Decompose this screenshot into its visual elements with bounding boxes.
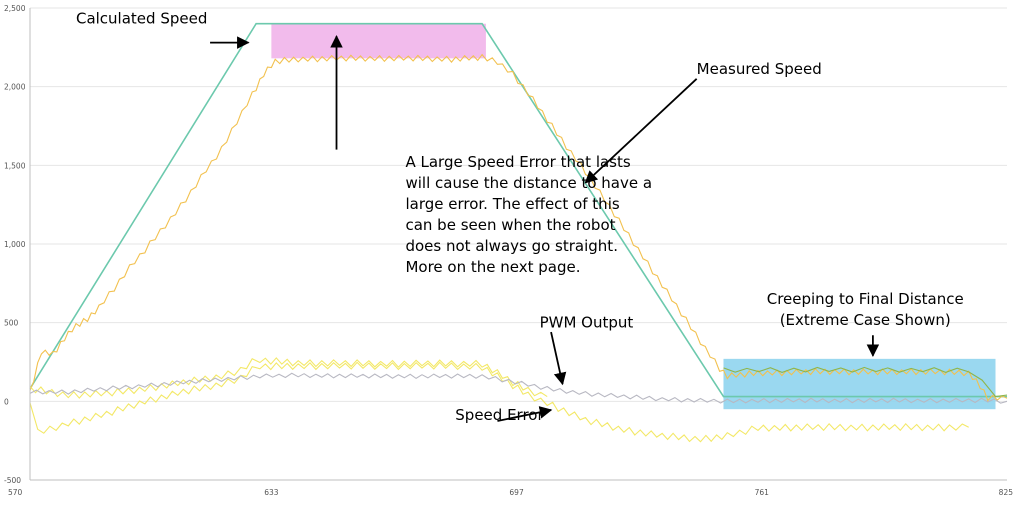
blue_box-region (723, 358, 996, 410)
annotation-text: (Extreme Case Shown) (780, 311, 951, 329)
creep-line (723, 366, 1008, 398)
y-tick-label: 1,500 (4, 161, 26, 170)
annotation-text: will cause the distance to have a (405, 174, 652, 192)
annotation-text: can be seen when the robot (405, 216, 615, 234)
annotation-text: More on the next page. (405, 258, 580, 276)
annotation-text: A Large Speed Error that lasts (405, 153, 630, 171)
series-lines (29, 22, 1008, 443)
annotation-text: PWM Output (540, 313, 634, 331)
x-tick-label: 633 (264, 488, 279, 497)
annotation-arrow (550, 331, 567, 386)
pink_box-region (271, 23, 486, 59)
x-tick-label: 570 (8, 488, 23, 497)
grid-lines (30, 7, 1007, 481)
y-tick-label: 500 (4, 319, 19, 328)
y-tick-label: 2,500 (4, 4, 26, 13)
pwm-line (29, 372, 1008, 404)
x-tick-label: 825 (999, 488, 1014, 497)
annotation-text: does not always go straight. (405, 237, 617, 255)
y-tick-label: 0 (4, 397, 9, 406)
annotation-text: Speed Error (455, 406, 544, 424)
annotation-text: Calculated Speed (76, 10, 207, 28)
y-tick-label: 2,000 (4, 83, 26, 92)
axes: -500 0 500 1,000 1,500 2,000 2,500 570 633 697 761… (4, 4, 1013, 497)
annotation-arrow (497, 406, 553, 422)
annotation-text: Creeping to Final Distance (767, 290, 964, 308)
y-tick-label: 1,000 (4, 240, 26, 249)
annotation-text: Measured Speed (697, 60, 822, 78)
annotation-text: large error. The effect of this (405, 195, 619, 213)
error-upper-line (29, 357, 548, 399)
annotation-arrow (584, 78, 698, 184)
x-tick-label: 761 (755, 488, 770, 497)
shaded-regions (271, 23, 996, 410)
x-tick-label: 697 (509, 488, 524, 497)
y-tick-label: -500 (4, 476, 21, 485)
calculated-line (29, 22, 1007, 398)
